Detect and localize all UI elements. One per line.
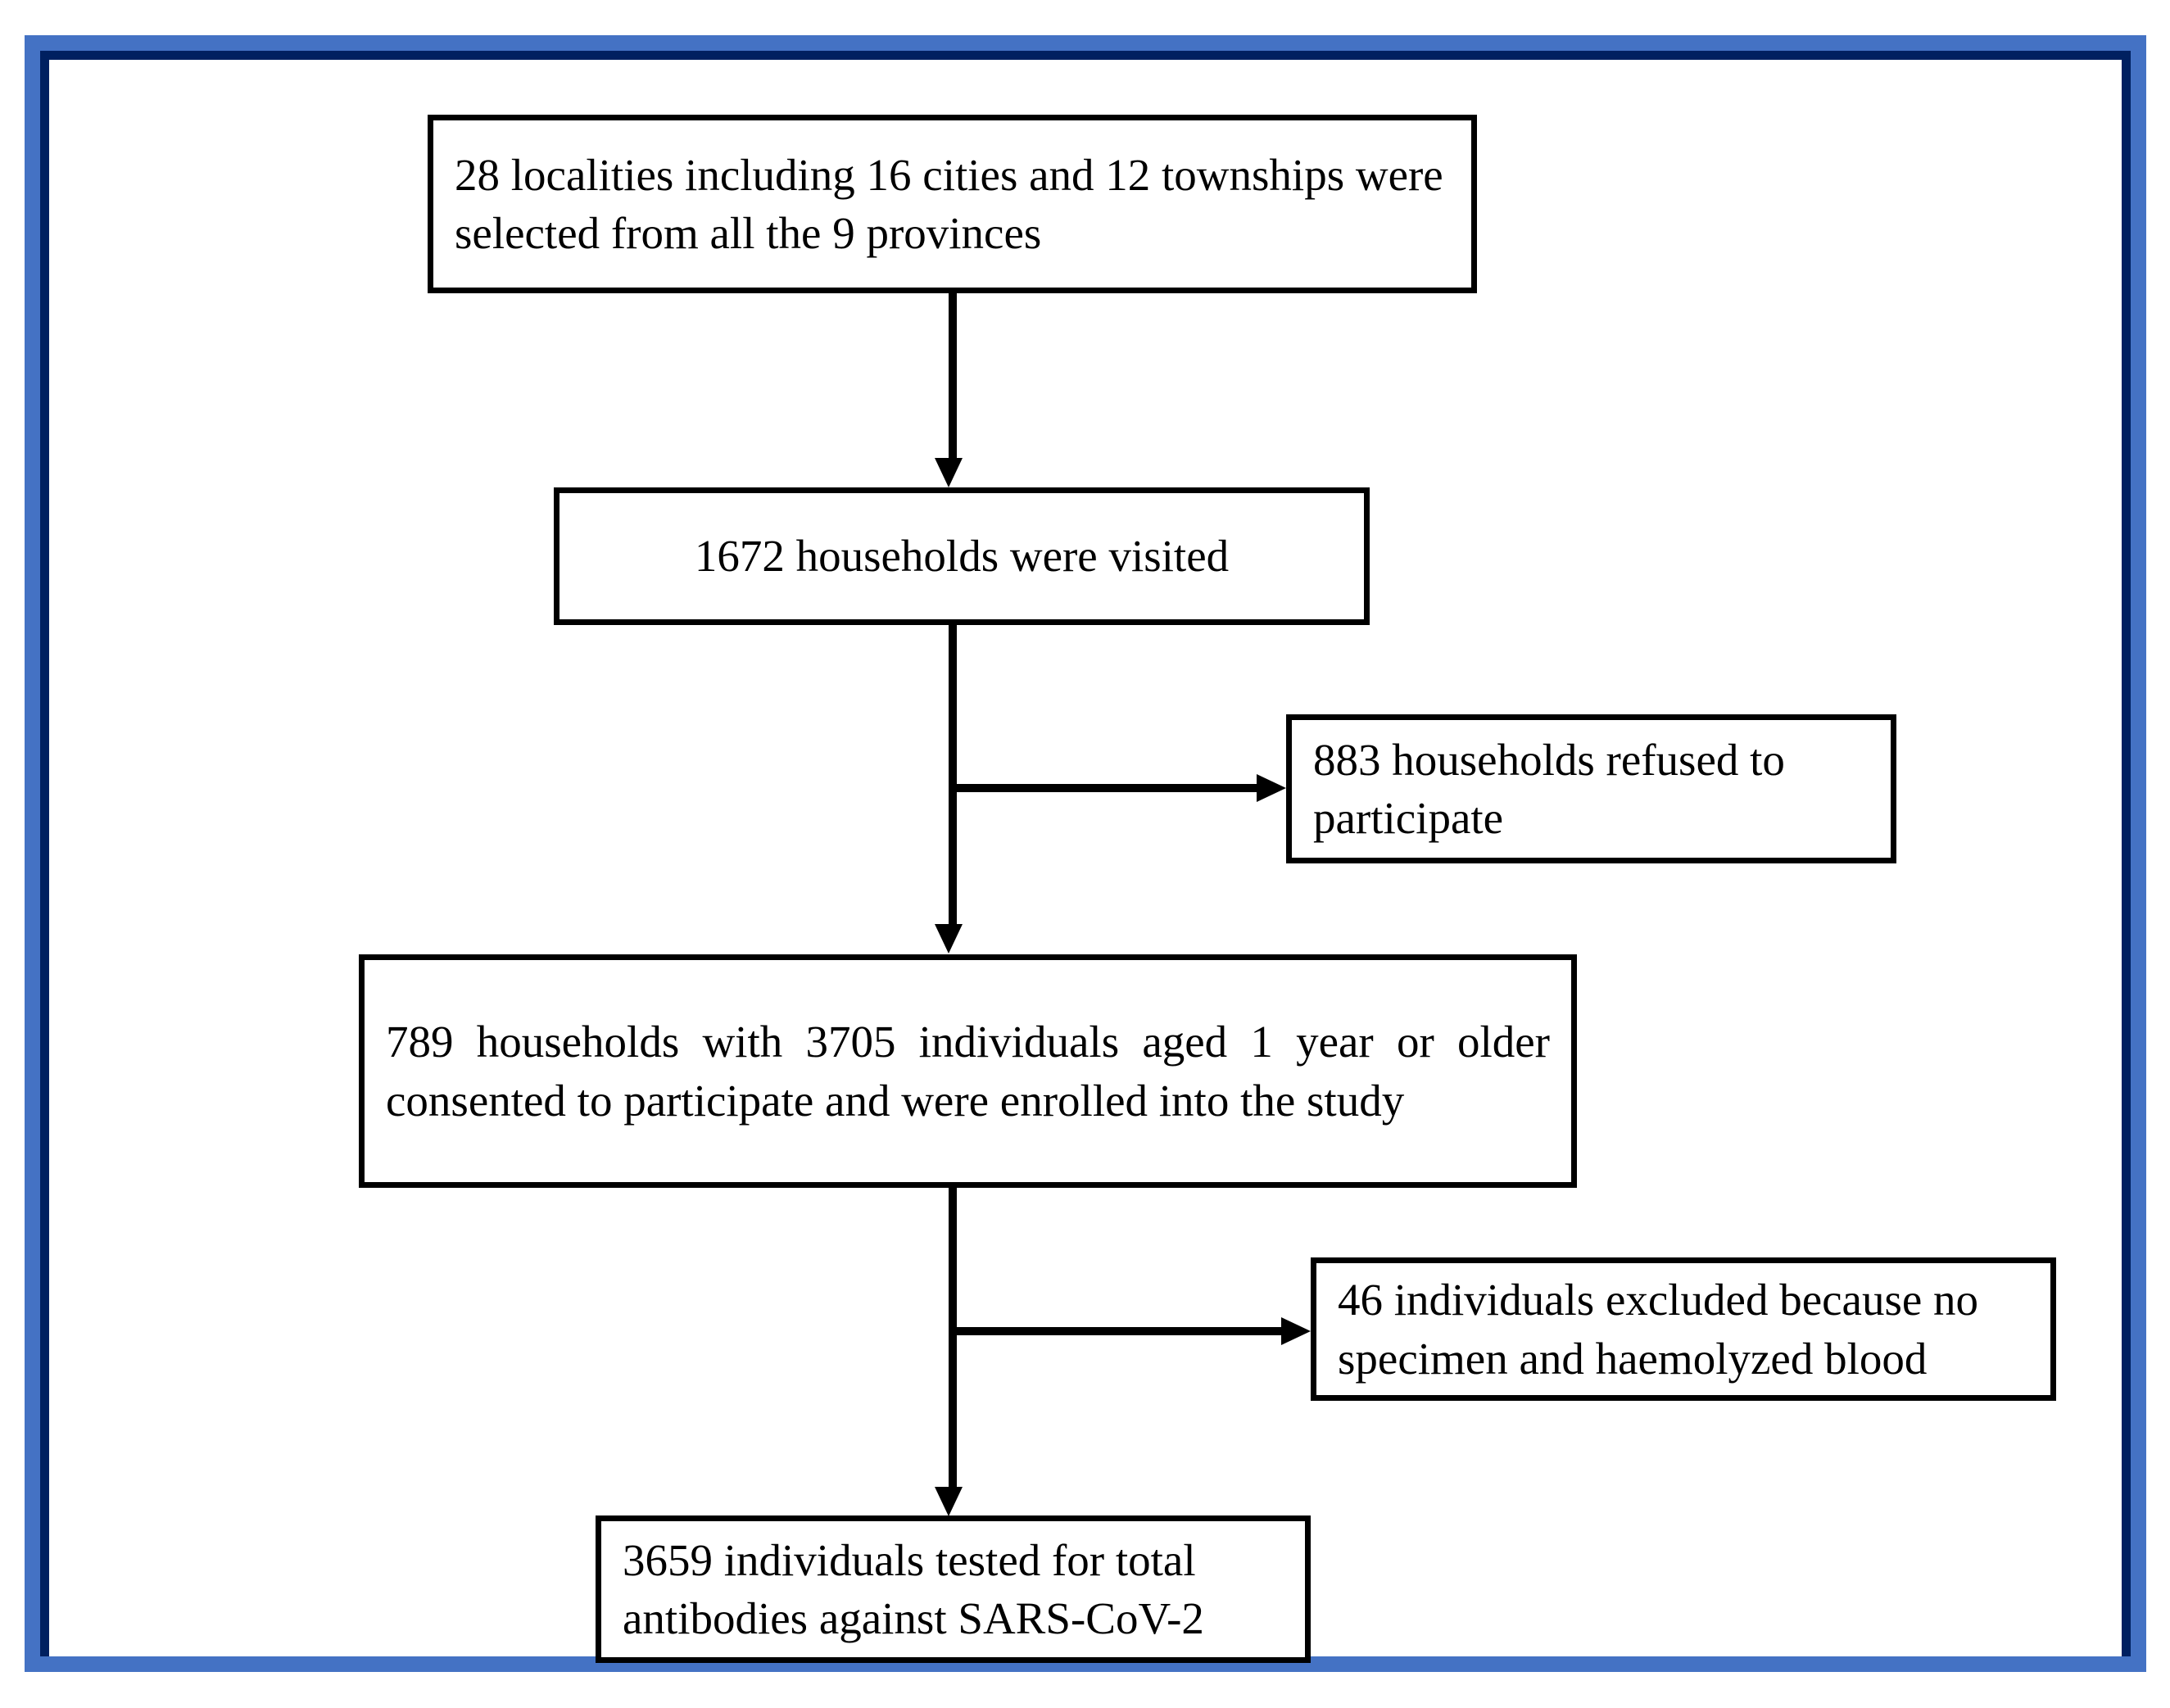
connector-enrolled-to-excluded — [949, 1327, 1284, 1335]
flow-node-individuals-excluded: 46 individuals excluded because no speci… — [1311, 1257, 2056, 1401]
page-frame-outer — [25, 35, 2146, 1672]
connector-visited-to-refused — [949, 784, 1260, 792]
arrowhead-right-icon — [1281, 1317, 1311, 1345]
flow-node-individuals-tested-label: 3659 individuals tested for total antibo… — [623, 1534, 1204, 1644]
flow-node-individuals-excluded-label: 46 individuals excluded because no speci… — [1338, 1275, 1979, 1384]
connector-localities-to-visited — [949, 293, 957, 461]
connector-enrolled-to-tested — [949, 1188, 957, 1487]
flow-node-localities: 28 localities including 16 cities and 12… — [428, 115, 1477, 293]
arrowhead-down-icon — [935, 458, 963, 487]
flow-node-localities-label: 28 localities including 16 cities and 12… — [455, 149, 1443, 259]
flow-node-households-visited: 1672 households were visited — [554, 487, 1370, 625]
arrowhead-down-icon — [935, 1487, 963, 1516]
flow-node-households-refused-label: 883 households refused to participate — [1313, 734, 1785, 844]
flow-node-households-enrolled-label: 789 households with 3705 individuals age… — [386, 1017, 1550, 1126]
arrowhead-down-icon — [935, 924, 963, 954]
arrowhead-right-icon — [1257, 774, 1286, 802]
flow-node-households-visited-label: 1672 households were visited — [694, 531, 1230, 582]
page-frame-inner — [40, 51, 2131, 1656]
flow-node-individuals-tested: 3659 individuals tested for total antibo… — [596, 1515, 1311, 1663]
flow-node-households-enrolled: 789 households with 3705 individuals age… — [359, 954, 1577, 1188]
flow-node-households-refused: 883 households refused to participate — [1286, 714, 1896, 863]
connector-visited-to-enrolled — [949, 625, 957, 924]
